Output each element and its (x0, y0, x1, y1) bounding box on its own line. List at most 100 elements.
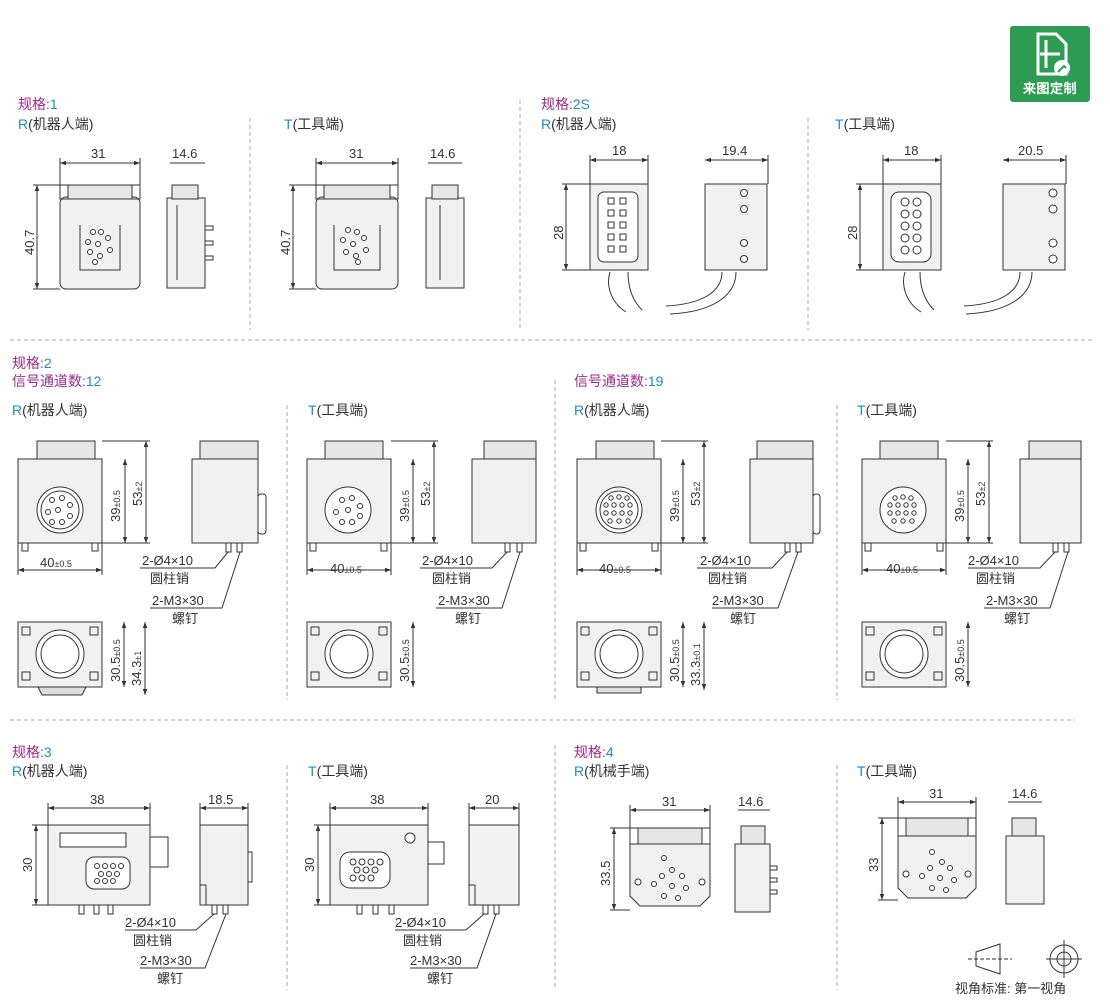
dim-s4r-depth: 14.6 (738, 794, 763, 809)
dim-s2-12r-b305: 30.5±0.5 (108, 639, 123, 682)
t-label-2a: T(工具端) (308, 402, 368, 418)
dim-s2-12r-h53: 53±2 (130, 482, 145, 506)
custom-drawing-icon (1036, 32, 1070, 76)
screw-name-3r: 螺钉 (157, 971, 183, 986)
spec2-19-t-dims (861, 440, 1069, 687)
dim-s2-12t-width: 40±0.5 (330, 561, 362, 576)
r-label-2b: R(机器人端) (574, 402, 650, 418)
spec1-r-front-view (59, 184, 141, 290)
pin-label-3t: 2-Ø4×10 (395, 915, 446, 930)
screw-label-3r: 2-M3×30 (140, 953, 192, 968)
dim-s2-12r-h39: 39±0.5 (108, 490, 123, 522)
t-label-3: T(工具端) (308, 763, 368, 779)
screw-label-19t: 2-M3×30 (986, 593, 1038, 608)
spec3-r-dims (32, 803, 249, 969)
spec3-t-side-view (468, 824, 520, 915)
dim-s2st-height: 28 (845, 226, 860, 240)
spec4-t-front-view (897, 817, 977, 899)
t-label-2b: T(工具端) (857, 402, 917, 418)
pin-label-12t: 2-Ø4×10 (422, 553, 473, 568)
spec2-12-r-front-view (17, 440, 103, 552)
custom-drawing-badge[interactable]: 来图定制 (1010, 26, 1090, 102)
pin-label-19r: 2-Ø4×10 (700, 553, 751, 568)
pin-name-3t: 圆柱销 (403, 933, 442, 948)
spec2s-r-dims (562, 155, 769, 271)
dim-s2sr-width: 18 (612, 143, 626, 158)
spec2-19-t-side-view (1019, 440, 1082, 553)
dim-s3t-depth: 20 (485, 792, 499, 807)
spec2-19-r-front-view (576, 440, 662, 552)
dim-s2-12t-b305: 30.5±0.5 (397, 639, 412, 682)
pin-name-12r: 圆柱销 (150, 571, 189, 586)
dim-s2-19r-h39: 39±0.5 (667, 490, 682, 522)
spec2s-t-side-view (963, 183, 1066, 315)
spec1-r-dims (33, 158, 205, 290)
spec2s-r-front-view (589, 183, 649, 313)
dim-s2st-depth: 20.5 (1018, 143, 1043, 158)
spec2s-r-side-view (665, 183, 768, 315)
spec-title-4: 规格:4 (574, 744, 614, 760)
spec-title-2s: 规格:2S (541, 96, 591, 112)
pin-label-12r: 2-Ø4×10 (142, 553, 193, 568)
t-label-1: T(工具端) (284, 116, 344, 132)
view-standard-note: 视角标准: 第一视角 (955, 981, 1067, 996)
spec2-19-r-side-view (749, 440, 821, 553)
dim-s2-12t-h53: 53±2 (418, 482, 433, 506)
badge-label: 来图定制 (1022, 81, 1077, 96)
dim-s2st-width: 18 (904, 143, 918, 158)
spec4-r-side-view (734, 825, 778, 913)
spec1-r-side-view (166, 184, 214, 289)
spec4-r-front-view (629, 827, 711, 907)
pin-label-19t: 2-Ø4×10 (968, 553, 1019, 568)
spec3-t-dims (314, 803, 520, 969)
spec4-r-dims (610, 805, 770, 911)
dim-s2-19r-h53: 53±2 (688, 482, 703, 506)
spec2s-t-dims (856, 155, 1067, 271)
dim-s2-19r-width: 40±0.5 (599, 561, 631, 576)
dim-s2-12t-h39: 39±0.5 (397, 490, 412, 522)
spec2-12-r-bottom-view (17, 621, 103, 696)
dim-s3r-depth: 18.5 (208, 792, 233, 807)
spec-title-1: 规格:1 (18, 96, 58, 112)
dim-s4r-height: 33.5 (598, 861, 613, 886)
dim-s2-12r-width: 40±0.5 (40, 555, 72, 570)
dim-s4t-depth: 14.6 (1012, 786, 1037, 801)
r-label-1: R(机器人端) (18, 116, 94, 132)
spec1-t-side-view (425, 184, 465, 289)
dim-s1t-width: 31 (349, 146, 363, 161)
dim-s4r-width: 31 (662, 794, 676, 809)
dim-s1r-depth: 14.6 (172, 146, 197, 161)
r-label-4: R(机械手端) (574, 763, 650, 779)
dim-s1r-height: 40.7 (22, 230, 37, 255)
dim-s2-19r-b305: 30.5±0.5 (667, 639, 682, 682)
spec2s-t-front-view (882, 183, 942, 313)
dim-s3t-width: 38 (370, 792, 384, 807)
screw-label-3t: 2-M3×30 (410, 953, 462, 968)
spec2-19-r-dims (576, 440, 799, 690)
spec4-t-dims (878, 797, 1042, 901)
pin-name-19r: 圆柱销 (708, 571, 747, 586)
screw-label-12t: 2-M3×30 (438, 593, 490, 608)
screw-name-12r: 螺钉 (172, 611, 198, 626)
dim-s2-19t-width: 40±0.5 (886, 561, 918, 576)
spec3-r-side-view (199, 824, 253, 915)
spec3-r-front-view (47, 824, 169, 915)
screw-name-12t: 螺钉 (455, 611, 481, 626)
pin-name-19t: 圆柱销 (976, 571, 1015, 586)
dim-s3t-height: 30 (302, 858, 317, 872)
dim-s3r-height: 30 (20, 858, 35, 872)
dim-s2-19t-b305: 30.5±0.5 (952, 639, 967, 682)
spec1-t-dims (289, 158, 462, 290)
spec1-t-front-view (315, 184, 399, 290)
screw-label-19r: 2-M3×30 (712, 593, 764, 608)
spec2-19-r-bottom-view (576, 621, 662, 694)
spec2-12-r-dims (17, 440, 241, 695)
pin-label-3r: 2-Ø4×10 (125, 915, 176, 930)
r-label-2s: R(机器人端) (541, 116, 617, 132)
spec2-12-t-side-view (471, 440, 537, 553)
dim-s4t-width: 31 (929, 786, 943, 801)
first-angle-projection-symbol (968, 940, 1082, 978)
screw-name-19t: 螺钉 (1004, 611, 1030, 626)
screw-label-12r: 2-M3×30 (152, 593, 204, 608)
